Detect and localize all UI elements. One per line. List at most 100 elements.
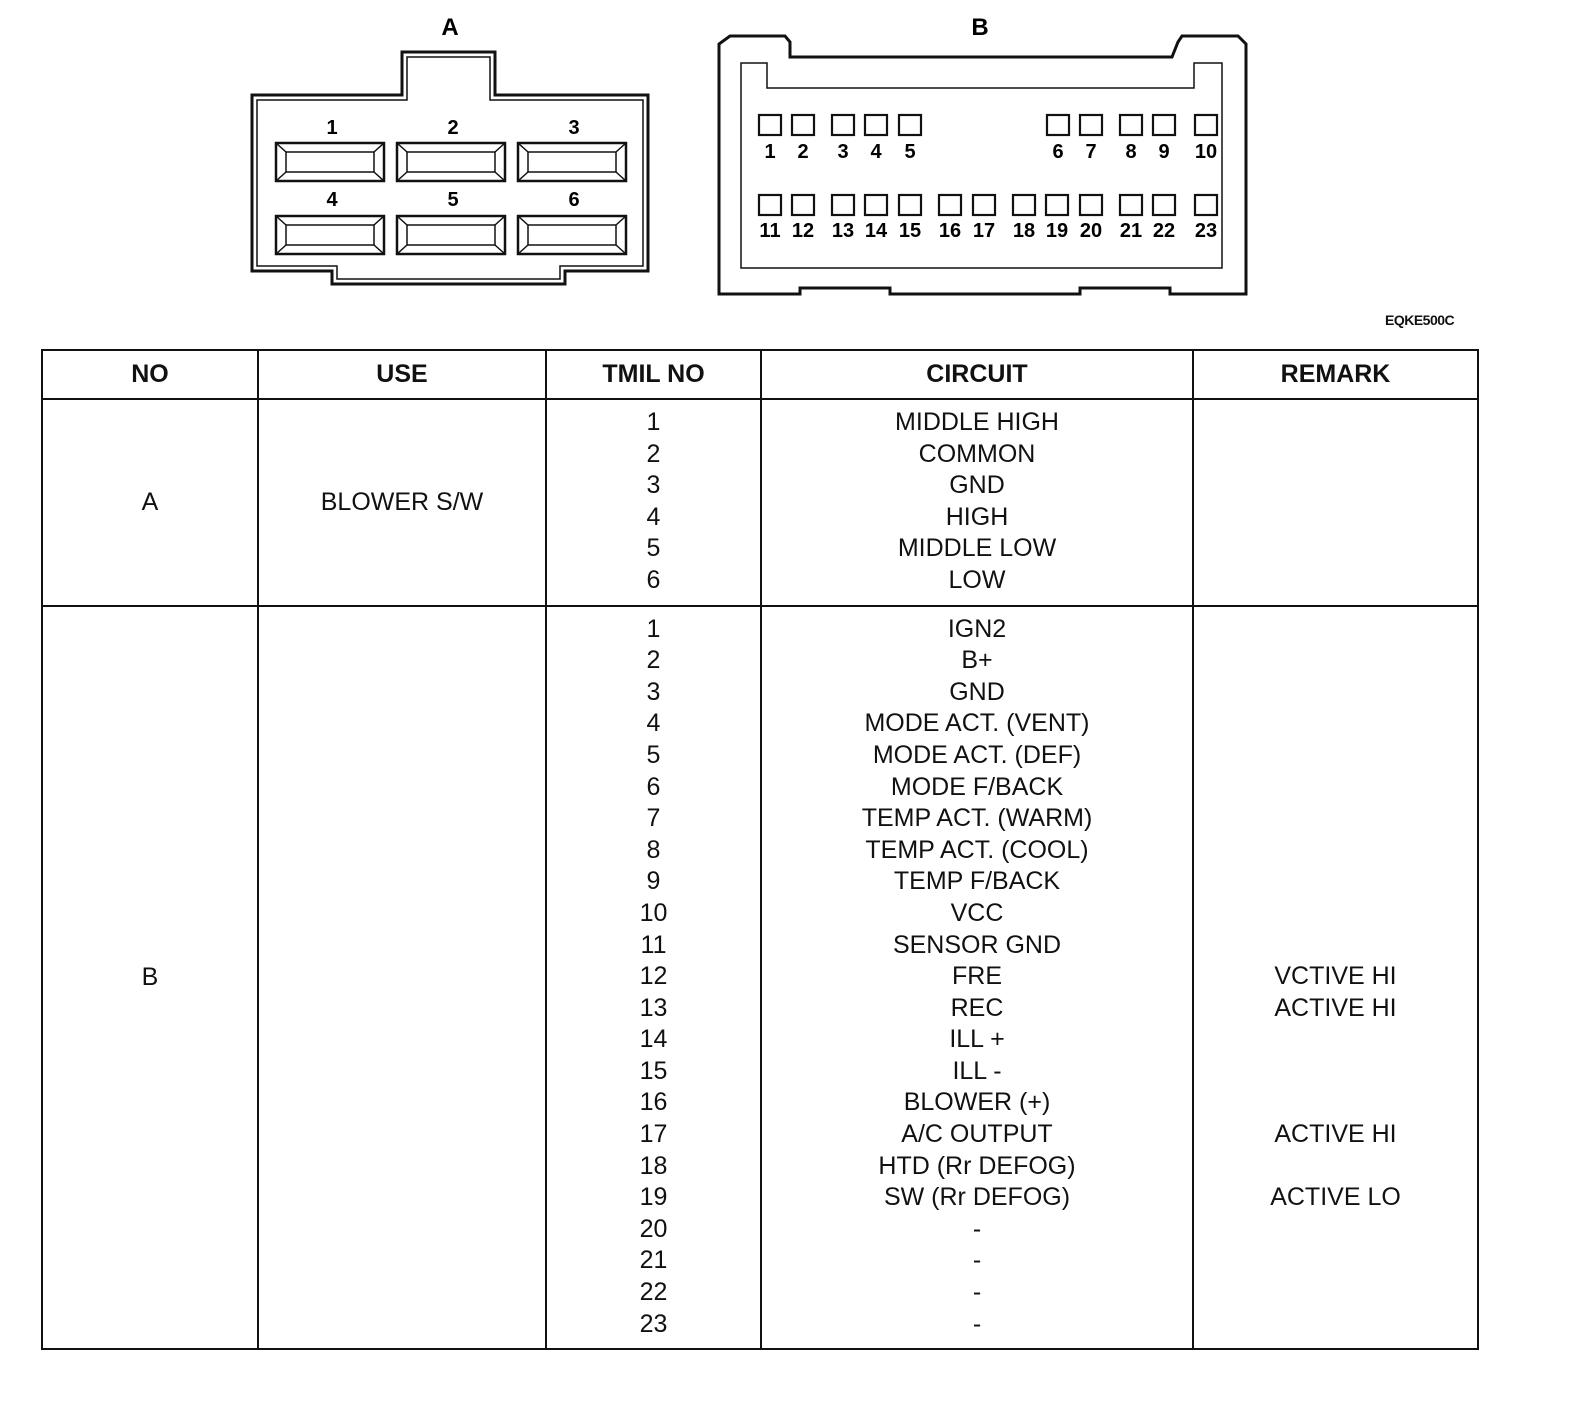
- header-remark: REMARK: [1192, 349, 1479, 400]
- tmil-value: 21: [639, 1246, 668, 1275]
- tmil-value: 13: [639, 993, 668, 1022]
- tmil-value: 12: [639, 962, 668, 991]
- pin-number: 3: [568, 117, 579, 139]
- pin-number: 16: [939, 220, 961, 242]
- terminal-square: [897, 113, 923, 137]
- connector-b-pin: 8: [1118, 113, 1144, 163]
- cell-no: B: [41, 604, 259, 1351]
- terminal-square: [897, 193, 923, 217]
- tmil-value: 8: [646, 835, 661, 864]
- circuit-value: ILL -: [952, 1056, 1002, 1085]
- connector-b-housing: [717, 34, 1248, 296]
- circuit-value: GND: [949, 677, 1005, 706]
- remark-value: VCTIVE HI: [1274, 962, 1397, 991]
- terminal-square: [1151, 113, 1177, 137]
- pin-number: 12: [792, 220, 814, 242]
- pin-number: 9: [1158, 141, 1169, 163]
- circuit-value: -: [972, 1214, 982, 1243]
- remark-value: ACTIVE HI: [1274, 993, 1397, 1022]
- tmil-value: 11: [640, 930, 667, 959]
- pin-number: 18: [1013, 220, 1035, 242]
- header-tmil-no: TMIL NO: [545, 349, 762, 400]
- cell-use: [257, 604, 547, 1351]
- terminal-square: [1193, 113, 1219, 137]
- tmil-value: 20: [639, 1214, 668, 1243]
- pin-number: 1: [764, 141, 775, 163]
- circuit-value: TEMP ACT. (WARM): [861, 804, 1093, 833]
- pin-number: 3: [837, 141, 848, 163]
- tmil-value: 1: [646, 408, 661, 436]
- connector-a-label: A: [441, 14, 458, 41]
- connector-a-pin: 6: [516, 189, 628, 256]
- connector-b-pin: 14: [863, 193, 889, 242]
- pin-number: 4: [326, 189, 338, 211]
- tmil-value: 18: [639, 1151, 668, 1180]
- connector-b-pin: 2: [790, 113, 816, 163]
- pin-number: 13: [832, 220, 854, 242]
- pin-number: 6: [568, 189, 579, 211]
- tmil-value: 23: [639, 1309, 668, 1338]
- circuit-value: MODE ACT. (DEF): [872, 740, 1082, 769]
- cell-use: BLOWER S/W: [257, 398, 547, 607]
- connector-b-pin: 12: [790, 193, 816, 242]
- pin-number: 2: [447, 117, 458, 139]
- terminal-square: [1078, 193, 1104, 217]
- tmil-value: 2: [646, 439, 661, 468]
- connector-b-pin: 20: [1078, 193, 1104, 242]
- circuit-value: TEMP ACT. (COOL): [865, 835, 1089, 864]
- tmil-value: 15: [639, 1056, 668, 1085]
- cell-remark-list: [1192, 398, 1479, 607]
- circuit-value: HTD (Rr DEFOG): [878, 1151, 1076, 1180]
- circuit-value: FRE: [952, 962, 1002, 991]
- connector-b-pin: 1: [757, 113, 783, 163]
- connector-b-pin: 18: [1011, 193, 1037, 242]
- terminal-square: [790, 113, 816, 137]
- circuit-value: A/C OUTPUT: [901, 1120, 1053, 1149]
- circuit-value: -: [972, 1309, 982, 1338]
- tmil-value: 3: [646, 471, 661, 500]
- header-circuit: CIRCUIT: [760, 349, 1194, 400]
- connector-b-pin: 7: [1078, 113, 1104, 163]
- terminal-square: [790, 193, 816, 217]
- connector-b-pin: 16: [937, 193, 963, 242]
- header-use: USE: [257, 349, 547, 400]
- connector-b-pin: 6: [1045, 113, 1071, 163]
- circuit-value: LOW: [948, 565, 1006, 594]
- circuit-value: ILL +: [949, 1025, 1005, 1054]
- tmil-value: 19: [639, 1183, 668, 1212]
- terminal-square: [1044, 193, 1070, 217]
- circuit-value: SW (Rr DEFOG): [883, 1183, 1071, 1212]
- terminal-square: [1118, 193, 1144, 217]
- pin-number: 19: [1046, 220, 1068, 242]
- pin-number: 22: [1153, 220, 1175, 242]
- pin-number: 20: [1080, 220, 1102, 242]
- pin-number: 23: [1195, 220, 1217, 242]
- remark-value: ACTIVE LO: [1270, 1183, 1401, 1212]
- tmil-value: 14: [639, 1025, 668, 1054]
- terminal-square: [757, 193, 783, 217]
- table-header-row: NO USE TMIL NO CIRCUIT REMARK: [41, 349, 1479, 400]
- circuit-value: REC: [950, 993, 1004, 1022]
- circuit-value: MODE F/BACK: [890, 772, 1064, 801]
- connector-b-pin: 5: [897, 113, 923, 163]
- tmil-value: 6: [646, 772, 661, 801]
- terminal-square: [757, 113, 783, 137]
- connector-a-housing: [250, 50, 650, 286]
- pin-number: 21: [1120, 220, 1142, 242]
- tmil-value: 4: [646, 709, 661, 738]
- terminal-slot: [274, 141, 386, 183]
- tmil-value: 17: [639, 1120, 668, 1149]
- terminal-square: [1118, 113, 1144, 137]
- circuit-value: -: [972, 1278, 982, 1307]
- connector-a-pin: 2: [395, 117, 507, 183]
